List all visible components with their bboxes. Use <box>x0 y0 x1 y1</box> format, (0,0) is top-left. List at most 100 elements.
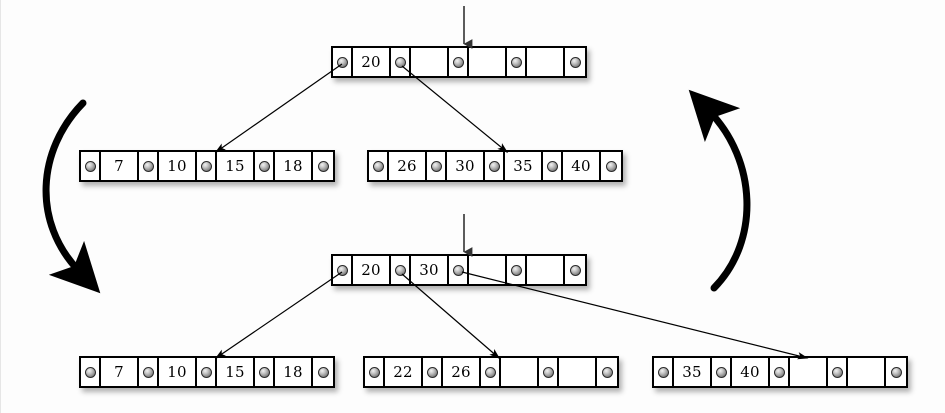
pointer-dot-icon <box>831 366 843 378</box>
pointer-dot-icon <box>510 56 522 68</box>
pointer-cell[interactable] <box>449 256 469 284</box>
key-value: 10 <box>167 362 187 381</box>
pointer-cell[interactable] <box>365 358 385 386</box>
pointer-dot-icon <box>336 264 348 276</box>
pointer-dot-icon <box>84 366 96 378</box>
key-cell[interactable]: 10 <box>159 358 197 386</box>
pointer-cell[interactable] <box>313 152 333 180</box>
leaf-node-after-left[interactable]: 7 10 15 18 <box>79 356 335 388</box>
key-cell-empty[interactable] <box>527 48 565 76</box>
key-cell[interactable]: 35 <box>674 358 712 386</box>
pointer-cell[interactable] <box>601 152 621 180</box>
pointer-cell[interactable] <box>449 48 469 76</box>
key-cell[interactable]: 7 <box>101 358 139 386</box>
pointer-cell[interactable] <box>654 358 674 386</box>
pointer-cell[interactable] <box>565 48 585 76</box>
pointer-cell[interactable] <box>197 358 217 386</box>
key-cell[interactable]: 40 <box>732 358 770 386</box>
pointer-cell[interactable] <box>369 152 389 180</box>
pointer-cell[interactable] <box>333 48 353 76</box>
pointer-dot-icon <box>569 264 581 276</box>
pointer-dot-icon <box>510 264 522 276</box>
key-cell[interactable]: 10 <box>159 152 197 180</box>
pointer-cell[interactable] <box>712 358 732 386</box>
pointer-cell[interactable] <box>81 358 101 386</box>
pointer-cell[interactable] <box>197 152 217 180</box>
pointer-dot-icon <box>258 366 270 378</box>
pointer-cell[interactable] <box>886 358 906 386</box>
pointer-cell[interactable] <box>597 358 617 386</box>
key-cell[interactable]: 30 <box>447 152 485 180</box>
key-cell-empty[interactable] <box>559 358 597 386</box>
key-cell-empty[interactable] <box>848 358 886 386</box>
key-cell[interactable]: 20 <box>353 256 391 284</box>
pointer-dot-icon <box>258 160 270 172</box>
key-cell[interactable]: 15 <box>217 358 255 386</box>
key-cell[interactable]: 15 <box>217 152 255 180</box>
transition-arrow-right <box>688 89 751 292</box>
key-cell[interactable]: 22 <box>385 358 423 386</box>
key-cell[interactable]: 40 <box>563 152 601 180</box>
key-cell[interactable]: 30 <box>411 256 449 284</box>
key-cell-empty[interactable] <box>469 256 507 284</box>
root-node-before[interactable]: 20 <box>331 46 587 78</box>
key-value: 18 <box>283 362 303 381</box>
key-value: 40 <box>571 156 591 175</box>
pointer-cell[interactable] <box>139 152 159 180</box>
pointer-cell[interactable] <box>565 256 585 284</box>
edge-before-root-to-right-leaf <box>401 65 509 153</box>
pointer-cell[interactable] <box>543 152 563 180</box>
pointer-cell[interactable] <box>427 152 447 180</box>
pointer-dot-icon <box>426 366 438 378</box>
key-cell[interactable]: 26 <box>389 152 427 180</box>
pointer-cell[interactable] <box>507 48 527 76</box>
key-cell[interactable]: 26 <box>443 358 481 386</box>
pointer-cell[interactable] <box>828 358 848 386</box>
pointer-dot-icon <box>773 366 785 378</box>
transition-arrow-left <box>42 99 101 294</box>
pointer-dot-icon <box>452 264 464 276</box>
pointer-cell[interactable] <box>391 48 411 76</box>
key-value: 35 <box>513 156 533 175</box>
pointer-cell[interactable] <box>81 152 101 180</box>
pointer-cell[interactable] <box>391 256 411 284</box>
key-value: 30 <box>455 156 475 175</box>
pointer-dot-icon <box>368 366 380 378</box>
key-value: 15 <box>225 156 245 175</box>
key-cell-empty[interactable] <box>790 358 828 386</box>
key-value: 40 <box>740 362 760 381</box>
pointer-cell[interactable] <box>313 358 333 386</box>
key-cell[interactable]: 7 <box>101 152 139 180</box>
key-cell-empty[interactable] <box>411 48 449 76</box>
edge-after-root-to-left-leaf <box>214 271 343 359</box>
pointer-dot-icon <box>542 366 554 378</box>
key-cell-empty[interactable] <box>527 256 565 284</box>
key-value: 7 <box>114 156 124 175</box>
pointer-dot-icon <box>372 160 384 172</box>
key-cell[interactable]: 35 <box>505 152 543 180</box>
pointer-cell[interactable] <box>485 152 505 180</box>
pointer-cell[interactable] <box>423 358 443 386</box>
pointer-cell[interactable] <box>507 256 527 284</box>
key-cell-empty[interactable] <box>501 358 539 386</box>
leaf-node-before-left[interactable]: 7 10 15 18 <box>79 150 335 182</box>
key-value: 15 <box>225 362 245 381</box>
key-cell[interactable]: 18 <box>275 358 313 386</box>
pointer-cell[interactable] <box>255 358 275 386</box>
pointer-cell[interactable] <box>481 358 501 386</box>
key-value: 20 <box>361 52 381 71</box>
pointer-cell[interactable] <box>770 358 790 386</box>
key-value: 22 <box>393 362 413 381</box>
key-cell-empty[interactable] <box>469 48 507 76</box>
key-cell[interactable]: 18 <box>275 152 313 180</box>
key-cell[interactable]: 20 <box>353 48 391 76</box>
pointer-cell[interactable] <box>333 256 353 284</box>
edge-before-root-to-left-leaf <box>214 63 343 153</box>
pointer-cell[interactable] <box>255 152 275 180</box>
pointer-cell[interactable] <box>539 358 559 386</box>
leaf-node-before-right[interactable]: 26 30 35 40 <box>367 150 623 182</box>
leaf-node-after-middle[interactable]: 22 26 <box>363 356 619 388</box>
leaf-node-after-right[interactable]: 35 40 <box>652 356 908 388</box>
pointer-cell[interactable] <box>139 358 159 386</box>
